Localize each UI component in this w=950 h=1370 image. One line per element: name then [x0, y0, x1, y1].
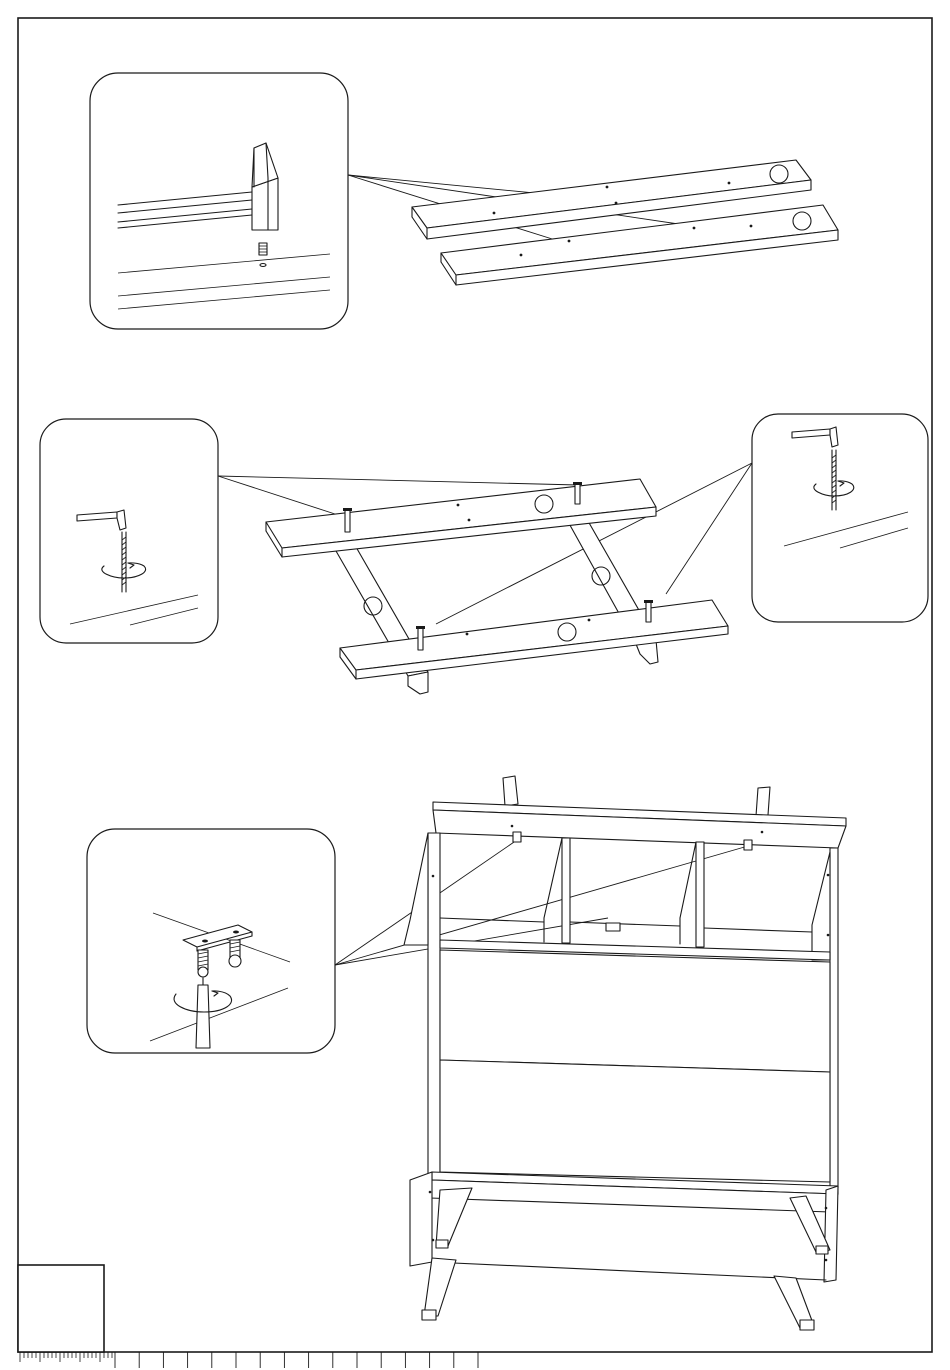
step-a-callout: [90, 73, 348, 329]
cabinet-base: [410, 1172, 838, 1282]
step-c-group: [87, 776, 846, 1330]
step-b-group: [40, 414, 928, 694]
dowel-icon: [259, 243, 267, 255]
step-b-callout-right: [752, 414, 928, 622]
step-a-group: [90, 73, 838, 329]
drawer-front-lower: [440, 1060, 830, 1182]
page-number-box: [18, 1265, 104, 1352]
ruler-scale: [18, 1352, 500, 1368]
drawer-front-upper: [440, 950, 830, 1072]
